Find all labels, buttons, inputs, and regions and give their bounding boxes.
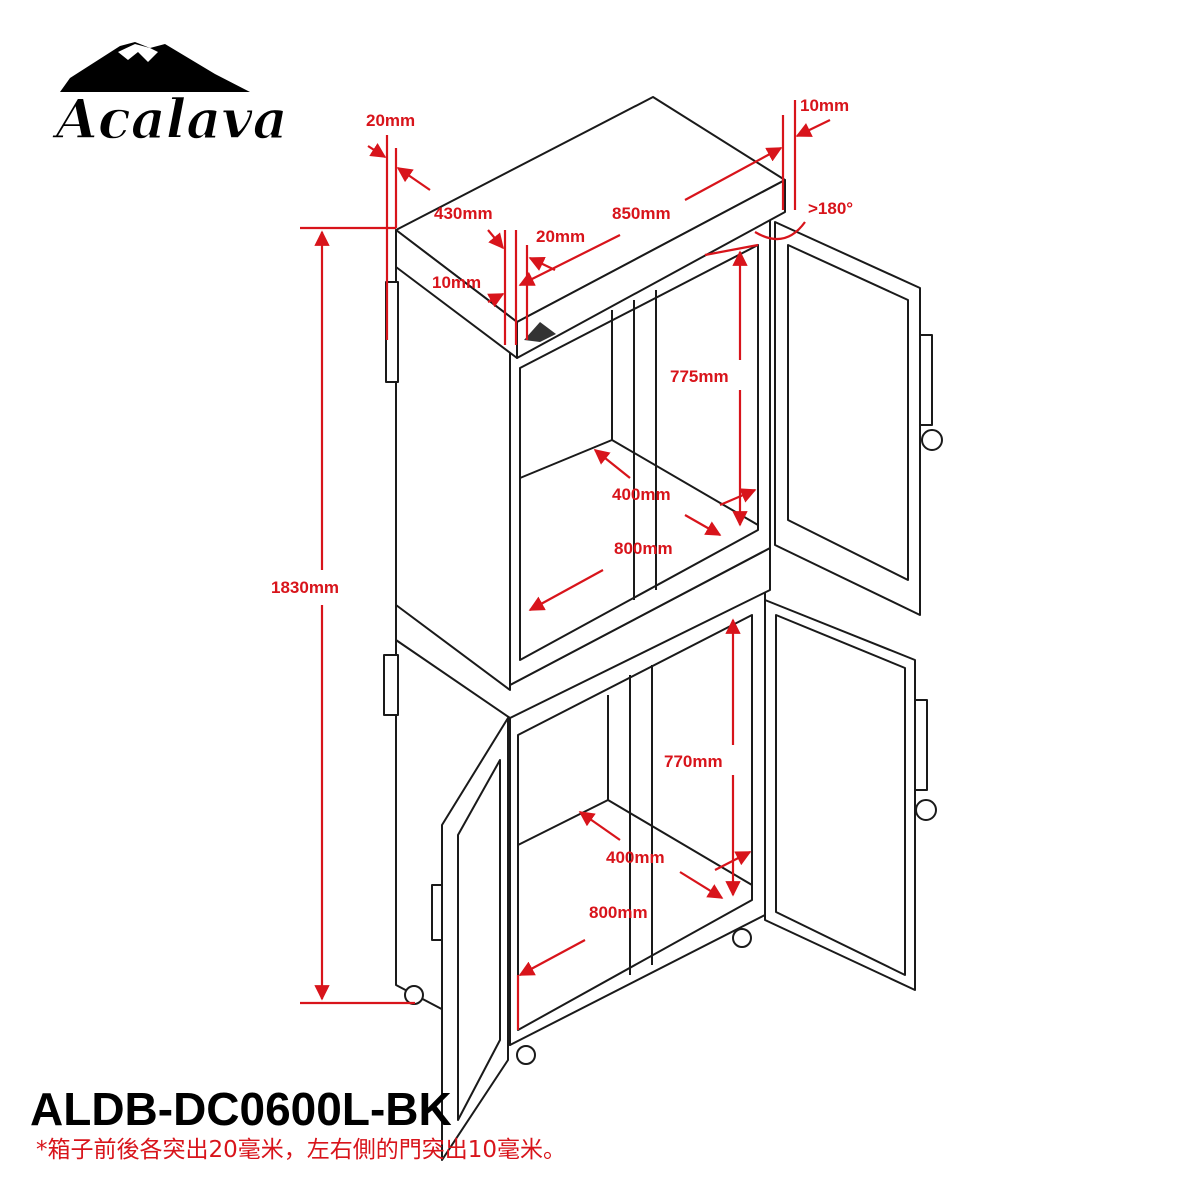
- dimension-lines: [300, 100, 831, 1030]
- label-upper-height: 775mm: [670, 367, 729, 386]
- dimension-labels: 20mm 10mm >180° 430mm 850mm 20mm 10mm 77…: [271, 96, 853, 922]
- label-side-overhang-inner: 10mm: [432, 273, 481, 292]
- label-lower-depth: 400mm: [606, 848, 665, 867]
- label-side-door-overhang: 10mm: [800, 96, 849, 115]
- label-lower-height: 770mm: [664, 752, 723, 771]
- label-lower-width: 800mm: [589, 903, 648, 922]
- brand-logo: Acalava: [50, 42, 288, 152]
- lower-cabinet: [383, 589, 937, 1161]
- overhang-note: *箱子前後各突出20毫米，左右側的門突出10毫米。: [36, 1137, 567, 1163]
- upper-cabinet: [385, 96, 943, 691]
- label-front-overhang-inner: 20mm: [536, 227, 585, 246]
- label-upper-width: 800mm: [614, 539, 673, 558]
- label-depth: 430mm: [434, 204, 493, 223]
- model-number: ALDB-DC0600L-BK: [30, 1083, 452, 1135]
- label-width: 850mm: [612, 204, 671, 223]
- logo-text: Acalava: [51, 87, 288, 151]
- logo-badge: [524, 322, 556, 342]
- label-total-height: 1830mm: [271, 578, 339, 597]
- label-door-angle: >180°: [808, 199, 853, 218]
- label-front-back-overhang: 20mm: [366, 111, 415, 130]
- label-upper-depth: 400mm: [612, 485, 671, 504]
